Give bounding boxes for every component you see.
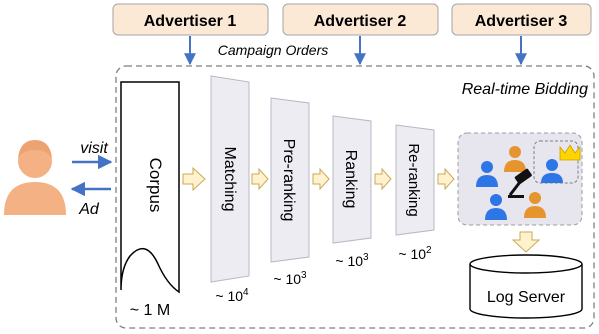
rtb-label: Real-time Bidding	[462, 81, 588, 98]
corpus-count: ~ 1 M	[130, 302, 170, 319]
ranking-count: ~ 103	[335, 252, 369, 269]
advertiser-1-box: Advertiser 1	[112, 3, 269, 36]
flow-arrow-4	[374, 167, 392, 191]
rtb-frame	[115, 65, 595, 329]
corpus-label: Corpus	[146, 158, 165, 213]
campaign-orders-label: Campaign Orders	[218, 42, 329, 58]
re-ranking-stage: Re-ranking	[395, 124, 435, 236]
flow-arrow-log	[511, 231, 541, 253]
bidder-orange-bottom-icon	[524, 192, 546, 218]
ad-label: Ad	[78, 201, 100, 218]
matching-stage: Matching	[210, 75, 250, 283]
advertiser-3-box: Advertiser 3	[451, 3, 592, 36]
flow-arrow-2	[251, 167, 269, 191]
ranking-label: Ranking	[342, 150, 359, 209]
matching-count: ~ 104	[215, 287, 249, 304]
flow-arrow-5	[437, 167, 455, 191]
flow-arrow-1	[182, 166, 206, 192]
re-ranking-count: ~ 102	[398, 245, 432, 262]
ranking-stage: Ranking	[332, 115, 372, 244]
bidder-orange-icon	[504, 146, 526, 172]
re-ranking-label: Re-ranking	[405, 143, 422, 216]
corpus-stage: Corpus	[120, 81, 180, 294]
advertiser-2-box: Advertiser 2	[282, 3, 439, 36]
crown-icon	[559, 144, 581, 161]
log-server: Log Server	[469, 254, 583, 319]
advertiser-3-label: Advertiser 3	[475, 13, 568, 30]
log-server-label: Log Server	[487, 289, 566, 306]
advertiser-1-label: Advertiser 1	[144, 13, 237, 30]
winner-bidder-icon	[541, 159, 563, 183]
matching-label: Matching	[221, 147, 238, 212]
bidding-panel	[457, 132, 583, 226]
pre-ranking-label: Pre-ranking	[280, 139, 297, 222]
gavel-icon	[508, 168, 532, 198]
bidder-blue-bottom-icon	[485, 194, 507, 220]
user-person-icon	[4, 140, 66, 215]
pre-ranking-count: ~ 103	[273, 270, 307, 287]
bidder-blue-icon	[476, 161, 498, 187]
flow-arrow-3	[312, 167, 330, 191]
pre-ranking-stage: Pre-ranking	[270, 97, 310, 263]
advertiser-2-label: Advertiser 2	[314, 13, 407, 30]
visit-label: visit	[80, 140, 108, 157]
